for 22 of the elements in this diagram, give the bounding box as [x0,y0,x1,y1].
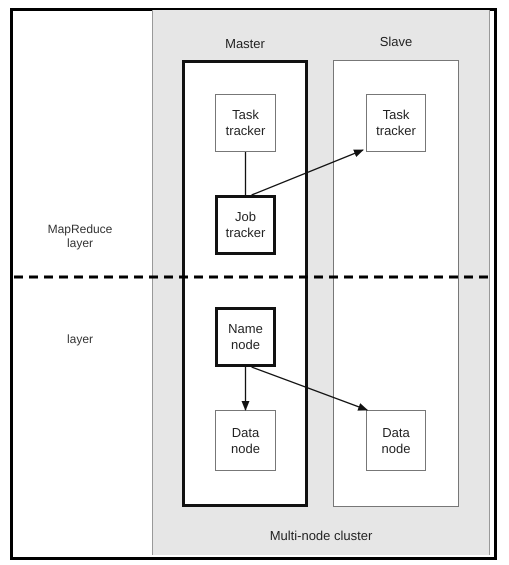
box-label: Task tracker [375,107,417,139]
process-box [215,94,276,152]
connector-line [244,152,246,195]
process-box [215,195,276,255]
box-label: Name node [227,321,264,353]
box-label: Data node [230,424,261,456]
layer-label: layer [66,332,94,346]
cluster-label: Multi-node cluster [268,528,374,543]
box-label: Job tracker [224,209,266,241]
panel-heading: Slave [378,34,414,49]
process-box [215,307,276,367]
process-box [366,94,426,152]
layer-label: MapReduce layer [46,222,114,250]
arrow [251,149,364,196]
process-box [215,410,276,471]
box-label: Task tracker [224,107,266,139]
box-label: Data node [380,424,412,456]
cluster-area [152,10,490,555]
panel-heading: Master [224,36,266,51]
arrow [242,367,250,411]
process-box [366,410,426,471]
arrow [251,366,368,411]
